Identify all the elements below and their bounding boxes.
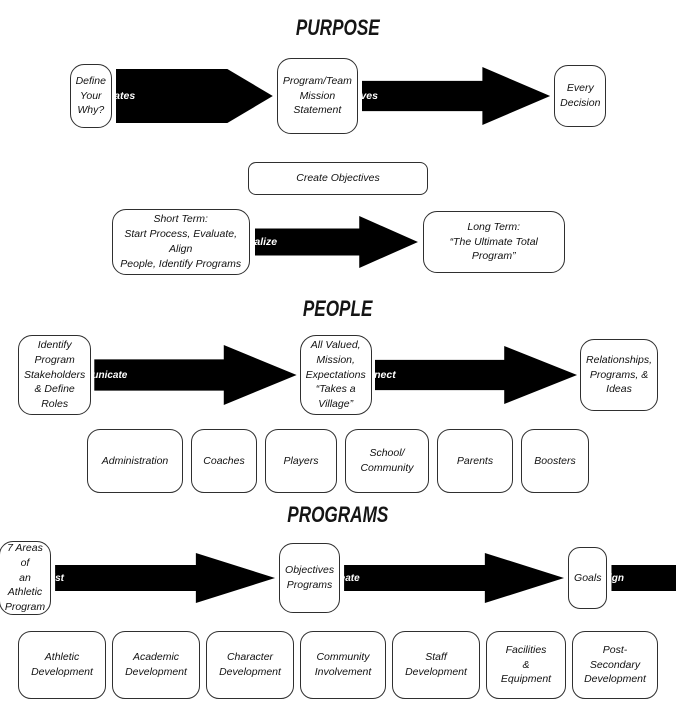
facilities-equipment-box: Facilities & Equipment xyxy=(486,631,566,699)
goals-box: Goals xyxy=(568,547,608,609)
areas-row: Athletic Development Academic Developmen… xyxy=(18,631,658,699)
relationships-box: Relationships, Programs, & Ideas xyxy=(580,339,658,411)
parents-box: Parents xyxy=(437,429,513,493)
drives-arrow: Drives xyxy=(361,67,551,125)
boosters-box: Boosters xyxy=(521,429,589,493)
communicate-arrow: Communicate xyxy=(94,345,297,405)
stakeholder-row: Administration Coaches Players School/ C… xyxy=(87,429,589,493)
short-term-box: Short Term: Start Process, Evaluate, Ali… xyxy=(111,209,250,275)
visualize-arrow: Visualize xyxy=(254,216,418,268)
people-flow-row: Identify Program Stakeholders & Define R… xyxy=(18,335,658,415)
create-objectives-box: Create Objectives xyxy=(248,162,428,195)
players-box: Players xyxy=(265,429,337,493)
staff-development-box: Staff Development xyxy=(392,631,480,699)
community-involvement-box: Community Involvement xyxy=(300,631,386,699)
all-valued-box: All Valued, Mission, Expectations “Takes… xyxy=(299,335,372,415)
align-arrow: Align xyxy=(611,553,676,603)
long-term-box: Long Term: “The Ultimate Total Program” xyxy=(422,211,565,273)
create-arrow: Create xyxy=(344,553,565,603)
academic-development-box: Academic Development xyxy=(112,631,200,699)
seven-areas-box: 7 Areas of an Athletic Program xyxy=(0,541,52,615)
creates-arrow: Creates xyxy=(115,69,273,123)
purpose-flow-row: Define Your Why? Creates Program/Team Mi… xyxy=(69,58,607,134)
connect-arrow: Connect xyxy=(374,346,578,404)
administration-box: Administration xyxy=(87,429,183,493)
school-community-box: School/ Community xyxy=(345,429,429,493)
mission-statement-box: Program/Team Mission Statement xyxy=(276,58,358,134)
athletic-development-box: Athletic Development xyxy=(18,631,106,699)
list-arrow: List xyxy=(55,553,276,603)
programs-flow-row: Evaluation 7 Areas of an Athletic Progra… xyxy=(0,541,676,615)
section-title-purpose: PURPOSE xyxy=(296,15,380,40)
character-development-box: Character Development xyxy=(206,631,294,699)
create-objectives-row: Create Objectives xyxy=(248,162,428,195)
coaches-box: Coaches xyxy=(191,429,257,493)
objectives-programs-box: Objectives Programs xyxy=(279,543,341,613)
every-decision-box: Every Decision xyxy=(554,65,607,127)
section-title-people: PEOPLE xyxy=(303,296,373,321)
define-your-why-box: Define Your Why? xyxy=(69,64,112,128)
identify-stakeholders-box: Identify Program Stakeholders & Define R… xyxy=(18,335,92,415)
post-secondary-development-box: Post- Secondary Development xyxy=(572,631,658,699)
terms-flow-row: Short Term: Start Process, Evaluate, Ali… xyxy=(111,209,565,275)
section-title-programs: PROGRAMS xyxy=(287,502,389,527)
